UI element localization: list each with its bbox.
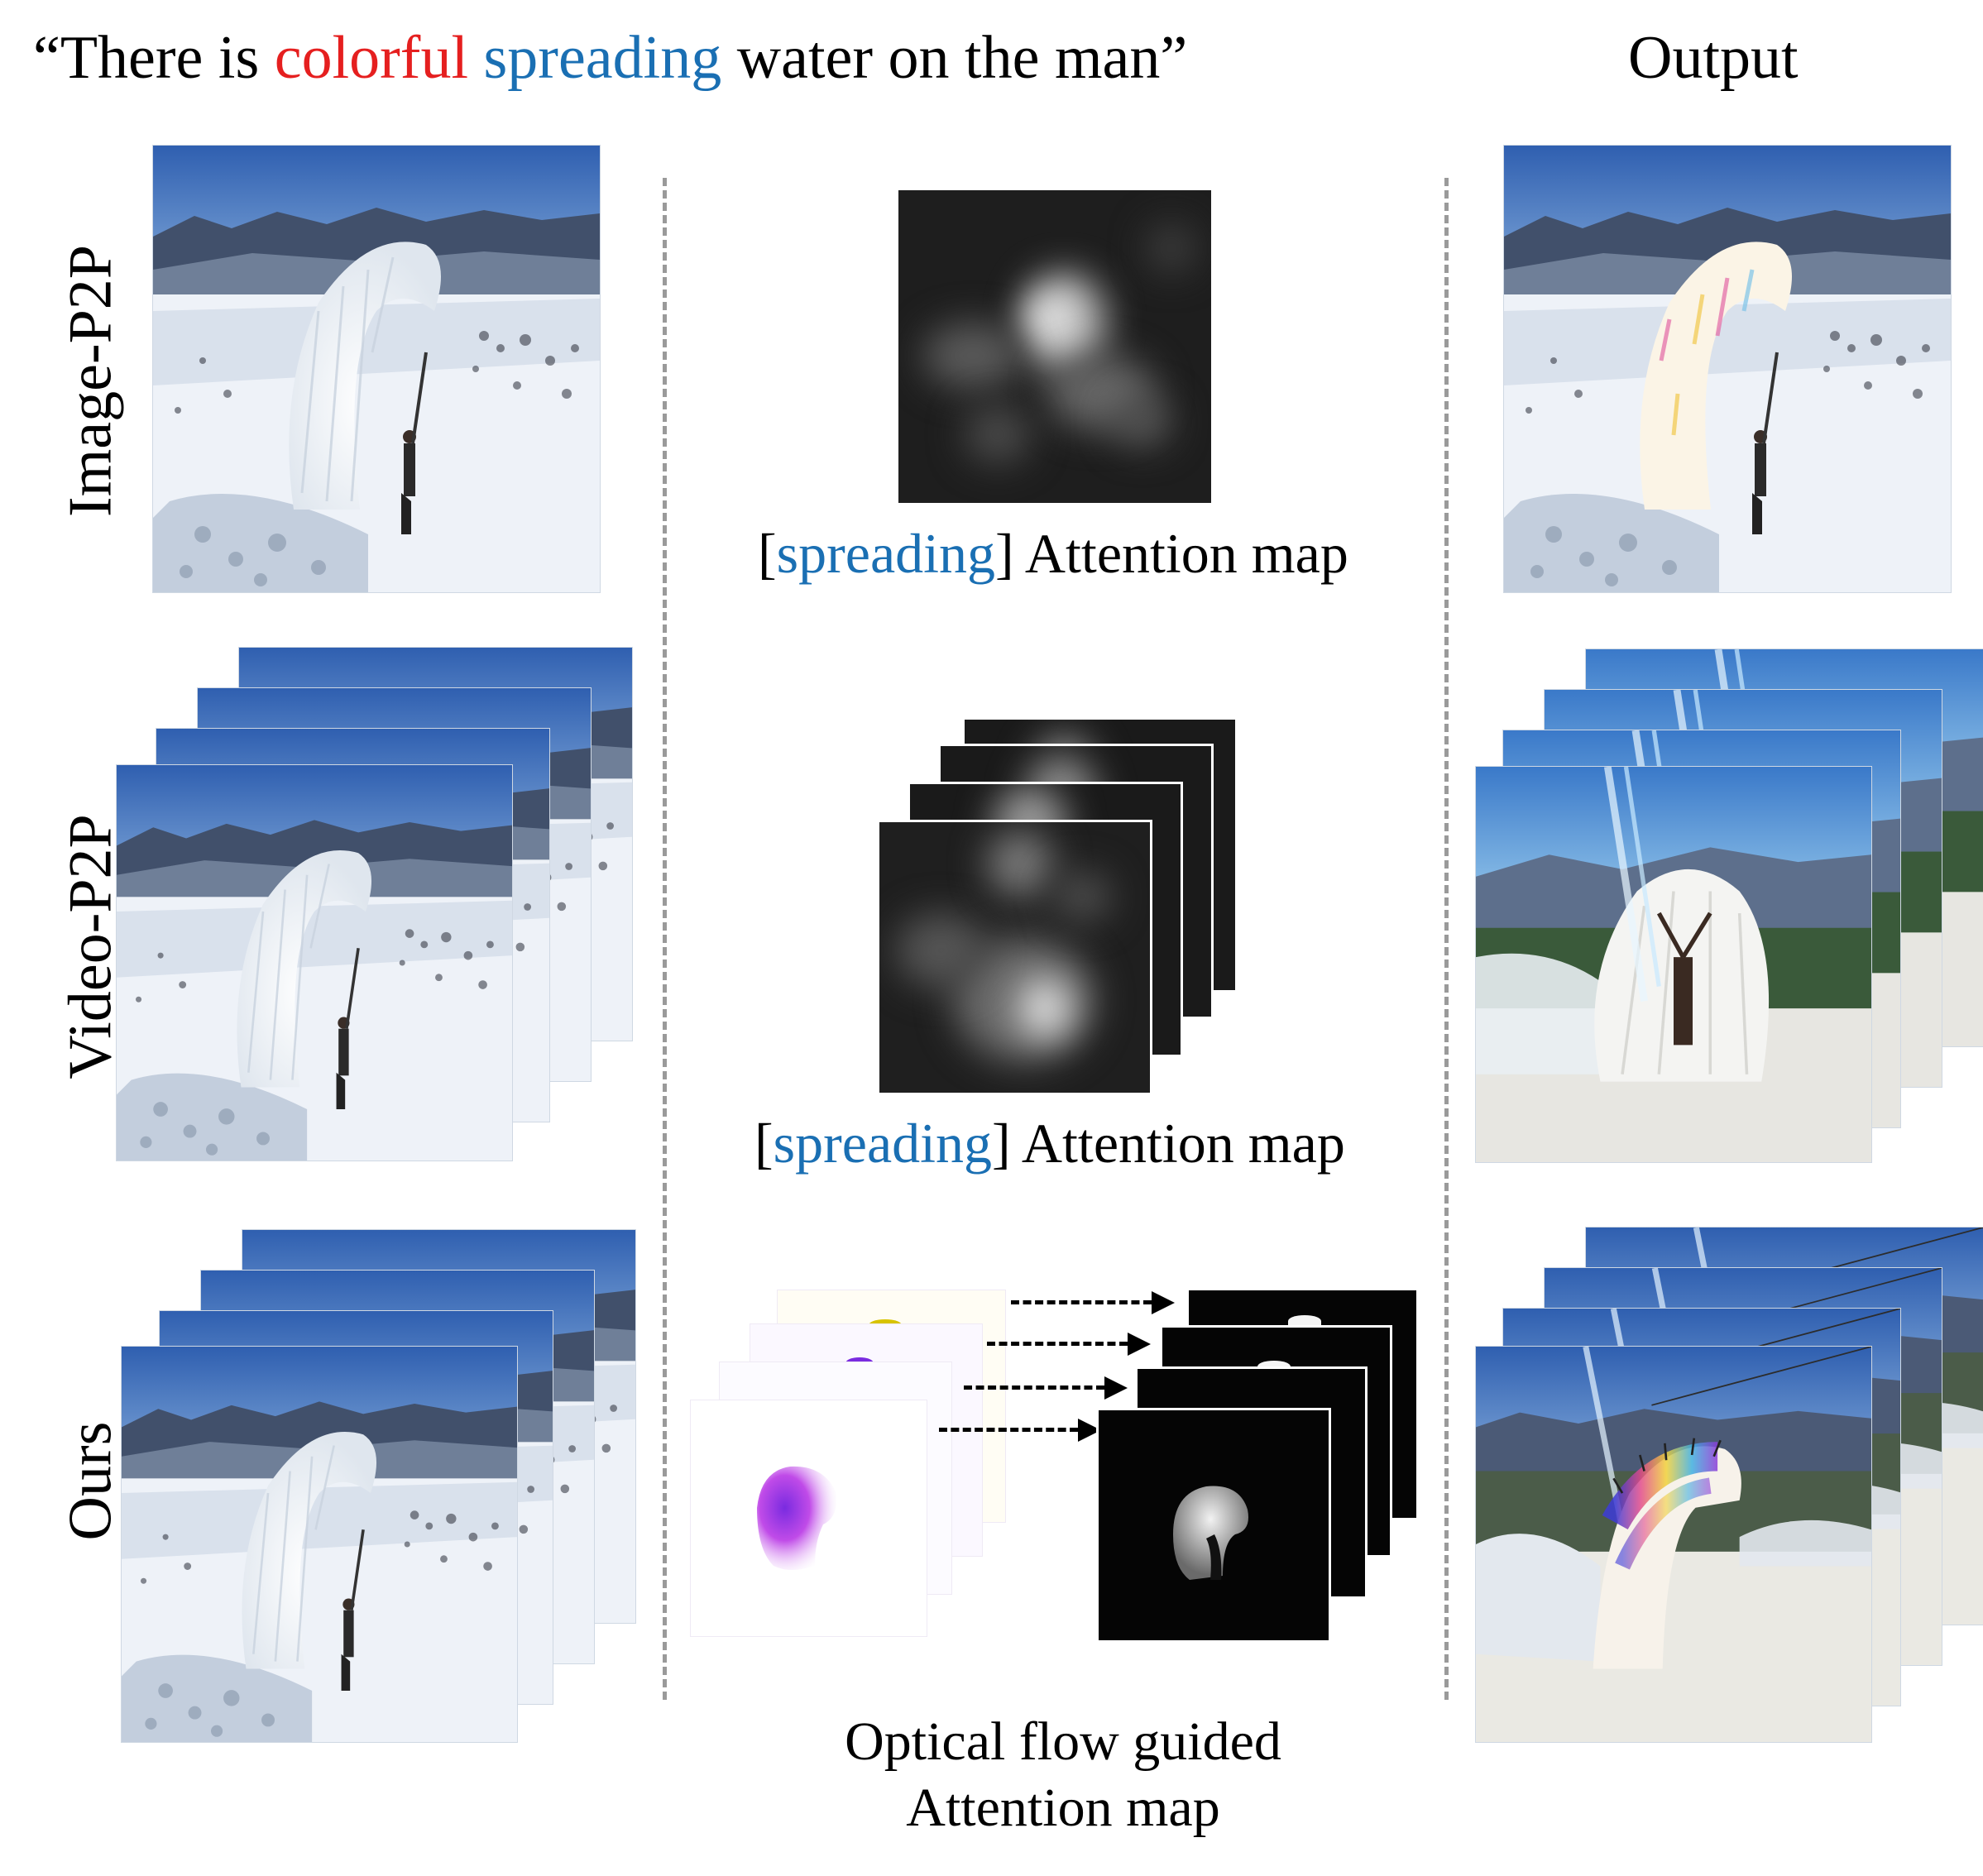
prompt-text: “There is colorful spreading water on th…	[33, 23, 1187, 93]
flow-arrow-3-head	[1104, 1376, 1128, 1400]
caption-2-close: ] Attention map	[992, 1112, 1345, 1175]
caption-2-open: [	[754, 1112, 774, 1175]
video-p2p-input-frame-1	[117, 765, 512, 1161]
prompt-open: “There is	[33, 24, 275, 92]
image-p2p-output-frame	[1504, 146, 1951, 592]
ours-output-frame-1	[1476, 1347, 1871, 1742]
row-label-image-p2p: Image-P2P	[56, 245, 125, 517]
caption-2-keyword: spreading	[773, 1112, 993, 1175]
flow-caption-line-2: Attention map	[906, 1778, 1220, 1838]
video-p2p-attention-map-1	[879, 822, 1150, 1093]
flow-arrow-4-head	[1078, 1419, 1101, 1442]
flow-caption-line-1: Optical flow guided	[845, 1711, 1281, 1772]
left-divider	[663, 178, 667, 1700]
right-divider	[1444, 178, 1449, 1700]
caption-1-open: [	[758, 522, 777, 585]
image-p2p-input-frame	[153, 146, 600, 592]
caption-1-close: ] Attention map	[995, 522, 1348, 585]
flow-arrow-2	[987, 1342, 1128, 1346]
flow-attention-map-1	[1099, 1410, 1329, 1640]
flow-caption: Optical flow guided Attention map	[815, 1709, 1311, 1841]
flow-arrow-2-head	[1128, 1333, 1151, 1356]
attention-caption-1: [spreading] Attention map	[758, 521, 1348, 586]
optical-flow-frame-1	[691, 1400, 927, 1636]
prompt-keyword-motion: spreading	[483, 24, 722, 92]
row-label-video-p2p: Video-P2P	[56, 814, 125, 1079]
video-p2p-output-frame-1	[1476, 767, 1871, 1162]
row-label-ours: Ours	[56, 1421, 125, 1541]
output-column-header: Output	[1628, 24, 1799, 92]
attention-caption-2: [spreading] Attention map	[754, 1111, 1345, 1176]
flow-arrow-1	[1011, 1300, 1152, 1304]
image-p2p-attention-map	[898, 190, 1211, 503]
prompt-keyword-color: colorful	[274, 24, 468, 92]
prompt-rest: water on the man”	[721, 24, 1188, 92]
flow-arrow-4	[939, 1428, 1078, 1432]
caption-1-keyword: spreading	[776, 522, 996, 585]
flow-arrow-3	[964, 1385, 1104, 1390]
ours-input-frame-1	[122, 1347, 517, 1742]
prompt-space	[468, 24, 484, 92]
flow-arrow-1-head	[1152, 1291, 1175, 1314]
